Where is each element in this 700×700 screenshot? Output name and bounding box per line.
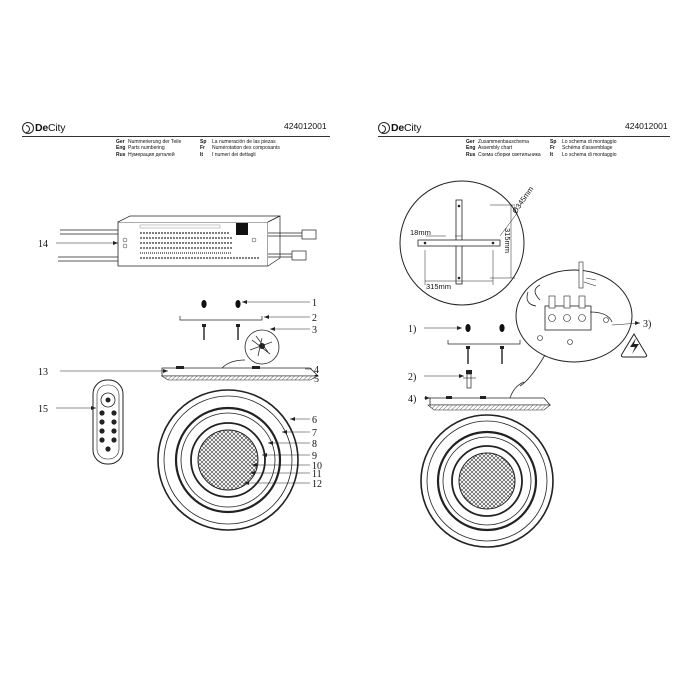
lamp-top-view [157, 389, 299, 531]
step-label-1: 1) [408, 324, 416, 335]
part-number-6: 6 [312, 415, 317, 426]
part-number-12: 12 [312, 479, 322, 490]
driver-label-text [122, 224, 260, 259]
leader-lines-right [424, 327, 464, 399]
remote-control [92, 379, 124, 465]
step-label-4: 4) [408, 394, 416, 405]
part-number-labels: 1 2 3 4 5 6 7 8 9 10 11 12 13 14 15 [38, 239, 322, 490]
part-number-9: 9 [312, 451, 317, 462]
dimension-diameter-345mm: Ø345mm [510, 185, 535, 215]
part-number-10: 10 [312, 461, 322, 472]
part-number-5: 5 [314, 374, 319, 385]
part-number-8: 8 [312, 439, 317, 450]
logo-mark-icon [378, 122, 390, 134]
step-labels: 1) 2) 3) 4) [408, 319, 651, 405]
article-number: 424012001 [284, 121, 327, 131]
part-number-2: 2 [312, 313, 317, 324]
leader-arrowheads-right [425, 326, 464, 400]
screw-set [179, 300, 263, 340]
brand-logo: DeCity [22, 121, 66, 135]
article-number: 424012001 [625, 121, 668, 131]
logo-mark-icon [22, 122, 34, 134]
electric-hazard-icon [620, 333, 648, 358]
part-number-3: 3 [312, 325, 317, 336]
part-number-7: 7 [312, 428, 317, 439]
screw-set-step-1 [447, 324, 521, 364]
wall-anchor [463, 370, 476, 389]
step-label-2: 2) [408, 372, 416, 383]
terminal-block-detail [515, 261, 641, 387]
leader-arrowheads-left [91, 241, 295, 485]
header-rule [378, 136, 670, 137]
brand-logo: DeCity [378, 121, 422, 135]
step-label-3: 3) [643, 319, 651, 330]
header-rule [22, 136, 330, 137]
part-number-1: 1 [312, 298, 317, 309]
lamp-top-view-assembled [420, 414, 554, 548]
mounting-plate [161, 366, 319, 381]
part-number-11: 11 [312, 469, 322, 480]
dimension-315mm-vertical: 315mm [503, 228, 512, 253]
wiring-detail [221, 329, 280, 369]
part-number-4: 4 [314, 365, 319, 376]
dimension-315mm-horizontal: 315mm [426, 282, 451, 291]
mounting-plate-assembled [427, 381, 551, 411]
part-number-15: 15 [38, 404, 48, 415]
dimension-detail [399, 180, 525, 306]
dimension-18mm: 18mm [410, 228, 431, 237]
led-driver [58, 215, 317, 267]
part-number-14: 14 [38, 239, 48, 250]
part-number-13: 13 [38, 367, 48, 378]
